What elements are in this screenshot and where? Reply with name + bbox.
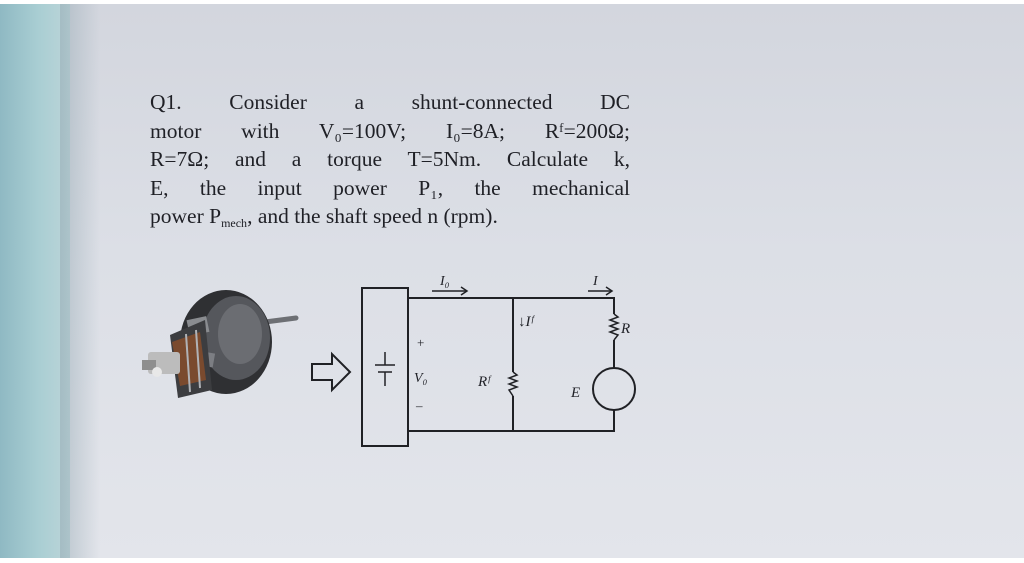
paper-background bbox=[0, 4, 1024, 558]
power-mech-label: power P bbox=[150, 204, 222, 228]
question-line-1: Q1. Consider a shunt-connected DC bbox=[150, 90, 630, 114]
question-line-2: motor with V₀=100V; I₀=8A; Rᶠ=200Ω; bbox=[150, 118, 630, 143]
question-line-3: R=7Ω; and a torque T=5Nm. Calculate k, bbox=[150, 147, 630, 171]
v0-label: V₀ bbox=[414, 371, 428, 386]
question-line-5-rest: , and the shaft speed n (rpm). bbox=[247, 204, 498, 228]
armature-resistor-icon bbox=[607, 313, 621, 341]
i-label: I bbox=[592, 274, 599, 289]
paper-edge-shadow bbox=[60, 4, 100, 558]
question-text: Q1. Consider a shunt-connected DC motor … bbox=[150, 88, 630, 231]
current-arrows bbox=[432, 286, 614, 296]
r-label: R bbox=[620, 321, 630, 337]
rf-label: Rᶠ bbox=[477, 374, 492, 390]
minus-label: – bbox=[415, 398, 423, 413]
e-label: E bbox=[570, 385, 580, 401]
question-line-5: power Pmech, and the shaft speed n (rpm)… bbox=[150, 202, 630, 231]
i0-label: I₀ bbox=[439, 274, 450, 289]
armature-emf-icon bbox=[592, 367, 636, 411]
plus-label: + bbox=[417, 335, 424, 350]
circuit-wires bbox=[408, 297, 615, 432]
if-label: ↓Iᶠ bbox=[518, 314, 535, 330]
mech-subscript: mech bbox=[221, 216, 248, 230]
arrow-right-icon bbox=[311, 351, 352, 393]
question-line-4: E, the input power P₁, the mechanical bbox=[150, 175, 630, 200]
motor-illustration-icon bbox=[142, 290, 299, 398]
field-resistor-icon bbox=[506, 371, 520, 397]
left-background-edge bbox=[0, 4, 70, 558]
dc-source-icon bbox=[361, 287, 409, 447]
